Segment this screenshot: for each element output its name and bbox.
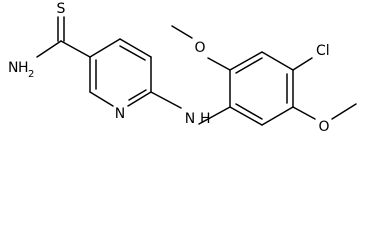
atom-label-nh2-h: H: [18, 60, 29, 76]
atom-label-nh2-subscript: 2: [28, 69, 34, 80]
pyridine-bond-2: [89, 91, 114, 107]
chloro-substituent: [292, 57, 313, 71]
methoxy-bottom: [292, 103, 357, 120]
pyridine-bond-6: [89, 38, 121, 58]
amine-linker: [150, 91, 231, 125]
pyridine-bond-3: [127, 91, 152, 107]
atom-label-s: S: [57, 1, 66, 17]
benzene-bond-6: [229, 106, 263, 126]
benzene-bond-5: [261, 106, 294, 126]
benzene-bond-6-inner: [235, 103, 263, 120]
atom-label-nh2-n: N: [8, 60, 18, 76]
bond-o-top-methyl: [171, 25, 193, 39]
atom-label-nh2: N H 2: [8, 60, 34, 80]
benzene-bond-3: [261, 51, 294, 71]
bond-ring-o-bottom: [292, 106, 316, 120]
benzene-bond-2-inner: [235, 57, 263, 74]
pyridine-bond-5: [119, 38, 152, 58]
bond-c-nh2: [36, 40, 62, 58]
bond-o-bottom-methyl: [331, 103, 357, 120]
pyridine-bond-3-inner: [128, 89, 147, 101]
atom-label-o-bottom: O: [318, 119, 329, 135]
bond-ring-cl: [292, 57, 313, 71]
pyridine-ring: [89, 38, 152, 107]
pyridine-bond-5-inner: [119, 45, 146, 61]
bond-ring-nh: [150, 91, 182, 109]
bond-c-ring: [60, 40, 91, 58]
atom-label-nh: N H: [185, 111, 211, 127]
atom-label-o-top: O: [194, 40, 205, 56]
benzene-bond-2: [229, 51, 263, 71]
atom-label-nh-n: N: [185, 111, 195, 127]
bond-nh-benzene: [198, 106, 231, 125]
methoxy-top: [171, 25, 231, 71]
bond-ring-o-top: [207, 57, 231, 71]
thioamide-group: [36, 16, 91, 58]
chemical-structure: S N H 2 N N H O Cl O: [8, 1, 357, 135]
atom-label-pyridine-n: N: [115, 106, 125, 122]
atom-label-cl: Cl: [316, 43, 330, 59]
benzene-ring: [229, 51, 294, 126]
atom-label-nh-h: H: [200, 111, 211, 127]
